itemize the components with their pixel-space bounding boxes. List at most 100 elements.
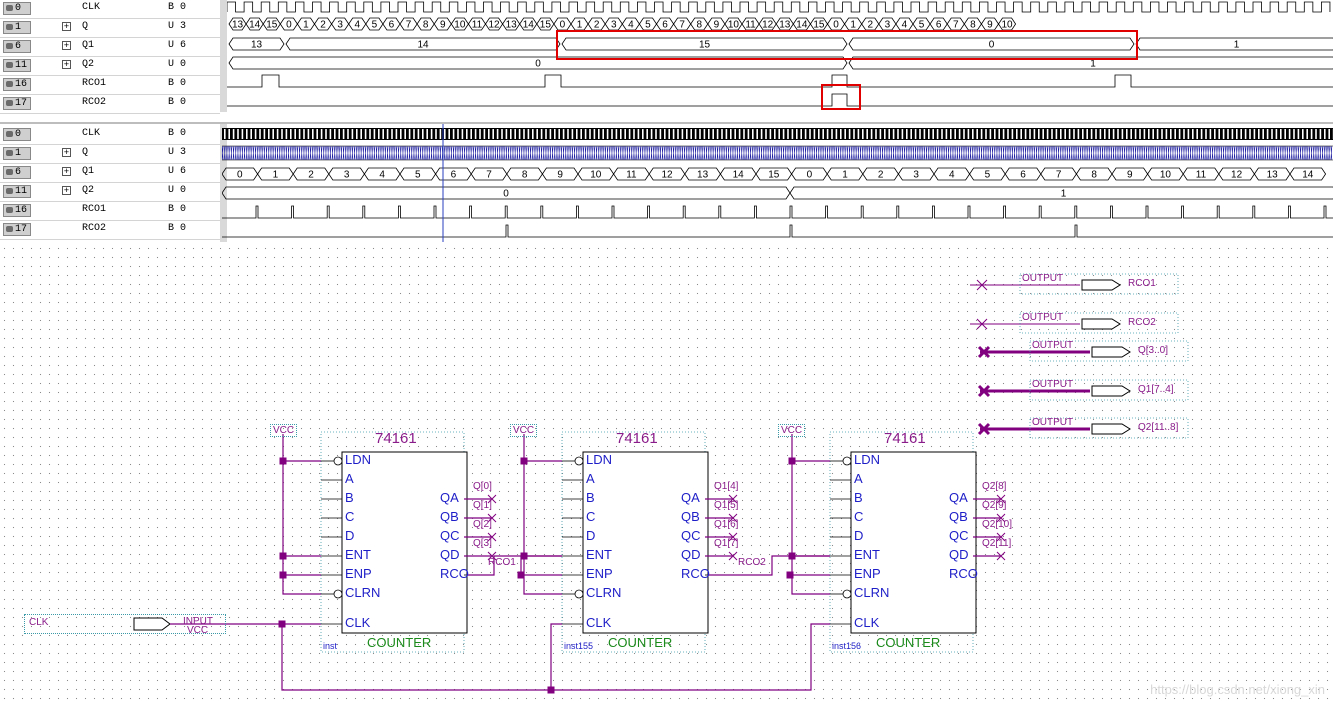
- clk-gap: [972, 129, 974, 139]
- clk-gap: [1271, 129, 1273, 139]
- clk-gap: [1205, 129, 1207, 139]
- clk-gap: [919, 129, 921, 139]
- port-frame: [1029, 417, 1189, 439]
- clk-gap: [378, 129, 380, 139]
- bus-value-label: 6: [389, 20, 395, 31]
- vcc-label: VCC: [510, 424, 538, 437]
- clk-gap: [1297, 129, 1300, 139]
- expand-icon[interactable]: +: [62, 148, 71, 158]
- inversion-bubble: [333, 456, 343, 466]
- clk-gap: [756, 129, 758, 139]
- net-label: Q[0]: [473, 481, 492, 492]
- output-port-name[interactable]: Q2[11..8]: [1138, 422, 1179, 433]
- net-label: Q2[8]: [982, 481, 1007, 492]
- bus-value-label: 0: [989, 40, 995, 51]
- clk-gap: [914, 129, 917, 139]
- bus-value-label: 13: [232, 20, 244, 31]
- clk-gap: [294, 129, 296, 139]
- expand-icon[interactable]: +: [62, 41, 71, 51]
- output-port-name[interactable]: RCO2: [1128, 317, 1156, 328]
- output-port-name[interactable]: RCO1: [1128, 278, 1156, 289]
- clk-gap: [404, 129, 406, 139]
- pane-divider[interactable]: [220, 0, 227, 112]
- clk-gap: [1152, 129, 1154, 139]
- clk-gap: [435, 129, 437, 139]
- clk-gap: [488, 129, 490, 139]
- bus-value-label: 9: [714, 20, 720, 31]
- bus-value-label: 10: [590, 170, 602, 181]
- clk-gap: [290, 129, 292, 139]
- clk-gap: [1240, 129, 1242, 139]
- bus-value-label: 1: [273, 170, 279, 181]
- bus-value-label: 15: [540, 20, 552, 31]
- port-frame: [1019, 312, 1179, 334]
- output-port-name[interactable]: Q1[7..4]: [1138, 384, 1174, 395]
- clk-gap: [1117, 129, 1119, 139]
- clk-gap: [523, 129, 525, 139]
- expand-icon[interactable]: +: [62, 186, 71, 196]
- clk-gap: [633, 129, 635, 139]
- signal-value: B 0: [168, 2, 187, 13]
- vcc-wire: [791, 434, 830, 595]
- chip-body: [341, 451, 468, 634]
- clk-gap: [1222, 129, 1225, 139]
- clk-gap: [571, 129, 574, 139]
- clk-gap: [1143, 129, 1146, 139]
- clk-gap: [1068, 129, 1071, 139]
- clk-gap: [980, 129, 983, 139]
- clk-gap: [461, 129, 464, 139]
- clk-gap: [342, 129, 345, 139]
- bus-value-label: 2: [878, 170, 884, 181]
- bus-value-label: 0: [833, 20, 839, 31]
- bus-value-label: 12: [1231, 170, 1243, 181]
- expand-icon[interactable]: +: [62, 60, 71, 70]
- clk-gap: [712, 129, 714, 139]
- bus-value-label: 11: [745, 20, 756, 31]
- clk-gap: [580, 129, 582, 139]
- clk-gap: [567, 129, 569, 139]
- clk-gap: [677, 129, 679, 139]
- bus-value-label: 9: [557, 170, 563, 181]
- bus-value-label: 5: [985, 170, 991, 181]
- bus-value-label: 2: [320, 20, 326, 31]
- clk-gap: [1156, 129, 1159, 139]
- expand-icon[interactable]: +: [62, 167, 71, 177]
- net-label: Q2[9]: [982, 500, 1007, 511]
- clk-gap: [1104, 129, 1106, 139]
- bus-value-label: 5: [415, 170, 421, 181]
- expand-icon[interactable]: +: [62, 22, 71, 32]
- clk-gap: [1139, 129, 1141, 139]
- bus-value-label: 8: [1091, 170, 1097, 181]
- clk-input-port[interactable]: CLK INPUT VCC: [24, 614, 226, 636]
- clk-gap: [1055, 129, 1058, 139]
- clk-gap: [395, 129, 398, 139]
- clk-gap: [303, 129, 305, 139]
- chip-title: 74161: [616, 430, 658, 447]
- signal-value: U 6: [168, 40, 187, 51]
- clk-gap: [765, 129, 767, 139]
- pane-divider[interactable]: [220, 124, 227, 242]
- output-port-shape: [1091, 385, 1131, 397]
- net-label: Q[1]: [473, 500, 492, 511]
- bus-value-label: 7: [486, 170, 492, 181]
- pin-label: B: [345, 490, 354, 505]
- clk-gap: [1042, 129, 1044, 139]
- clk-gap: [334, 129, 336, 139]
- output-port-name[interactable]: Q[3..0]: [1138, 345, 1169, 356]
